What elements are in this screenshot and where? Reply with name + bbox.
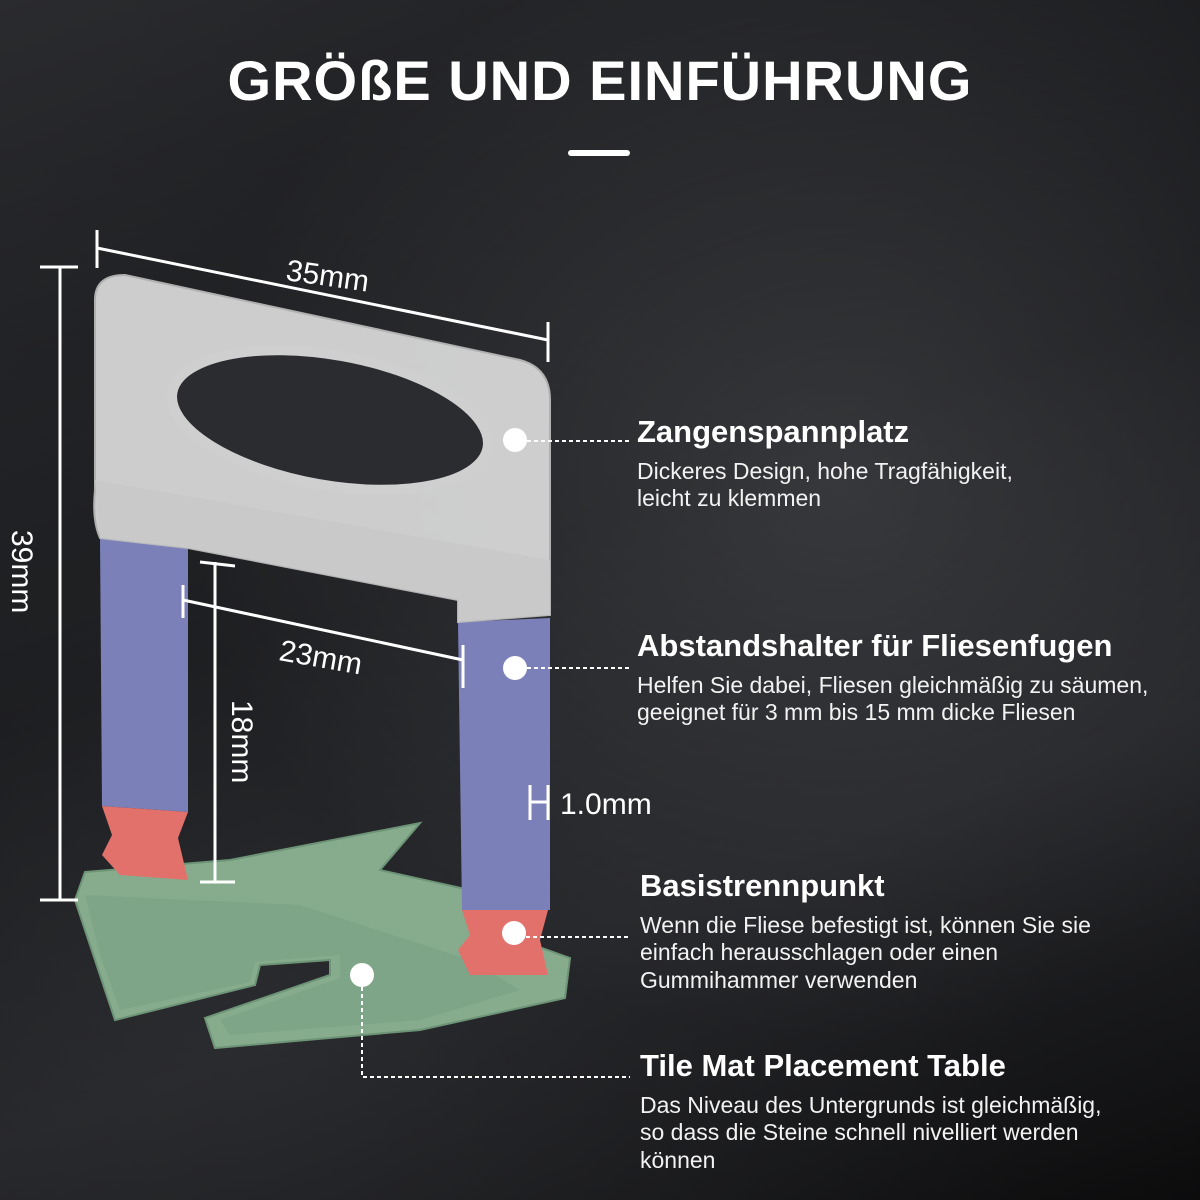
title-underline — [568, 150, 630, 156]
callout-joint-spacer: Abstandshalter für Fliesenfugen Helfen S… — [637, 628, 1148, 727]
callout-base-break-point: Basistrennpunkt Wenn die Fliese befestig… — [640, 868, 1091, 994]
dim-line-23mm — [182, 598, 464, 662]
callout-heading: Zangenspannplatz — [637, 414, 910, 449]
page-title: GRÖßE UND EINFÜHRUNG — [227, 49, 973, 112]
callout-heading: Tile Mat Placement Table — [640, 1048, 1006, 1083]
top-plate-ledge — [95, 480, 550, 622]
callout-heading: Basistrennpunkt — [640, 868, 885, 903]
callout-text: Helfen Sie dabei, Fliesen gleichmäßig zu… — [637, 671, 1149, 726]
left-leg — [100, 538, 188, 812]
callout-text: Dickeres Design, hohe Tragfähigkeit, lei… — [637, 457, 1013, 512]
callout-dot-2 — [503, 656, 527, 680]
dim-label-23mm: 23mm — [277, 634, 365, 681]
callout-plier-clamp: Zangenspannplatz Dickeres Design, hohe T… — [637, 414, 1013, 513]
callout-text: Das Niveau des Untergrunds ist gleichmäß… — [640, 1091, 1102, 1173]
callout-dot-3 — [502, 921, 526, 945]
right-break-point — [458, 910, 548, 975]
callout-dot-1 — [503, 428, 527, 452]
dim-label-35mm: 35mm — [284, 254, 371, 298]
right-leg — [458, 618, 550, 910]
dim-label-1mm: 1.0mm — [560, 788, 652, 821]
dim-label-39mm: 39mm — [5, 530, 38, 613]
dim-line-35mm — [96, 246, 549, 342]
dim-tick-18mm-top — [199, 560, 236, 568]
callout-text: Wenn die Fliese befestigt ist, können Si… — [640, 911, 1091, 993]
callout-leader-4 — [361, 987, 630, 1078]
callout-heading: Abstandshalter für Fliesenfugen — [637, 628, 1113, 663]
callout-tile-mat: Tile Mat Placement Table Das Niveau des … — [640, 1048, 1101, 1174]
base-inner-shadow — [85, 895, 520, 1035]
dim-label-18mm: 18mm — [225, 700, 258, 783]
left-break-point — [102, 806, 188, 880]
plier-slot — [167, 345, 493, 495]
callout-dot-4 — [350, 963, 374, 987]
